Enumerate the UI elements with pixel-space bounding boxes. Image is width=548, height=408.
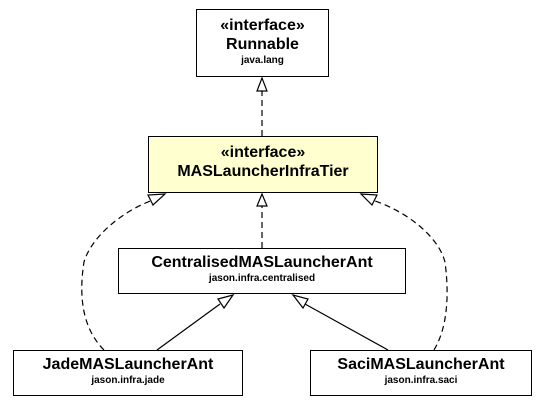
runnable-interface-box: «interface» Runnable java.lang	[196, 9, 329, 77]
class-name: JadeMASLauncherAnt	[42, 356, 214, 373]
arrowhead-hollow	[147, 193, 167, 206]
arrowhead-hollow	[256, 76, 268, 92]
package-name: jason.infra.saci	[384, 375, 458, 386]
class-name: MASLauncherInfraTier	[177, 163, 349, 180]
arrowhead-hollow	[291, 293, 309, 310]
package-name: jason.infra.centralised	[208, 273, 316, 284]
sacimaslauncherant-class-box: SaciMASLauncherAnt jason.infra.saci	[310, 350, 532, 396]
stereotype-label: «interface»	[220, 144, 306, 161]
stereotype-label: «interface»	[220, 17, 305, 34]
arrowhead-hollow	[256, 192, 268, 207]
class-name: Runnable	[226, 36, 299, 53]
arrowhead-hollow	[359, 193, 378, 207]
realization-saci-tier	[371, 199, 448, 351]
package-name: jason.infra.jade	[91, 375, 165, 386]
realization-jade-tier	[81, 199, 154, 351]
arrowhead-hollow	[217, 293, 235, 310]
class-name: CentralisedMASLauncherAnt	[151, 254, 373, 271]
package-name: java.lang	[241, 55, 284, 66]
class-name: SaciMASLauncherAnt	[337, 356, 505, 373]
generalization-saci-centralised	[304, 303, 389, 351]
generalization-jade-centralised	[156, 303, 221, 351]
maslauncherinfratier-interface-box: «interface» MASLauncherInfraTier	[148, 136, 378, 193]
centralisedmaslauncherant-class-box: CentralisedMASLauncherAnt jason.infra.ce…	[118, 248, 406, 294]
jademaslauncherant-class-box: JadeMASLauncherAnt jason.infra.jade	[13, 350, 243, 396]
